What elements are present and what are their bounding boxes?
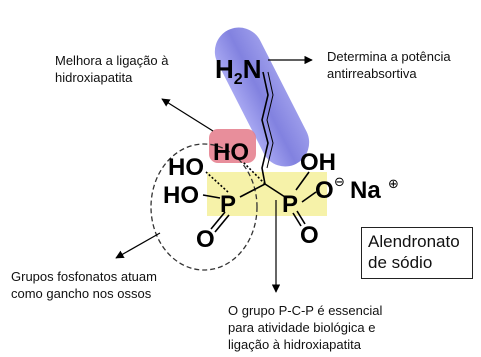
- annotation-potencia: Determina a potência antirreabsortiva: [327, 49, 451, 81]
- bond-p-o-right-a: [292, 212, 302, 227]
- annotation-ligacao: Melhora a ligação à hidroxiapatita: [55, 53, 169, 85]
- arrow-ligacao: [161, 98, 214, 132]
- phosphonate-ellipse: [150, 143, 258, 271]
- phosphorus-right-label: P: [282, 191, 298, 218]
- pcp-highlight: [207, 172, 327, 216]
- oxygen-anion-label: O: [315, 177, 334, 204]
- bond-c-p-right: [264, 183, 286, 198]
- bond-p-o-right-b: [296, 210, 306, 225]
- carbon-chain: [261, 71, 269, 185]
- hydroxyl-highlight-label: HO: [213, 139, 249, 166]
- annotation-pcp: O grupo P-C-P é essencial para atividade…: [228, 303, 383, 352]
- amine-label: H2N: [215, 54, 261, 88]
- bond-p-oh-right: [295, 171, 310, 191]
- bond-p-o-left-b: [214, 214, 230, 233]
- oxygen-left-label: O: [196, 226, 215, 253]
- bond-p-o-anion: [301, 191, 317, 203]
- compound-name-box: Alendronato de sódio: [361, 227, 473, 279]
- arrow-fosfonatos: [115, 232, 161, 259]
- bond-c-ho: [242, 161, 266, 185]
- bond-p-ho-bottom: [202, 194, 221, 199]
- anion-charge-icon: ⊖: [334, 175, 345, 190]
- bond-p-o-left-a: [210, 211, 226, 230]
- phosphorus-left-label: P: [220, 191, 236, 218]
- bond-c-p-left: [239, 183, 266, 198]
- annotation-fosfonatos: Grupos fosfonatos atuam como gancho nos …: [11, 269, 157, 301]
- hydroxyl-left-top-label: HO: [168, 154, 204, 181]
- sodium-label: Na: [350, 177, 381, 204]
- cation-charge-icon: ⊕: [388, 177, 399, 192]
- carbon-chain-shadow: [266, 71, 274, 169]
- bond-p-ho-top: [205, 171, 229, 193]
- hydroxyl-highlight: [209, 129, 256, 163]
- hydroxyl-right-label: OH: [300, 149, 336, 176]
- chain-highlight: [214, 27, 310, 167]
- oxygen-right-label: O: [300, 222, 319, 249]
- hydroxyl-left-bottom-label: HO: [163, 182, 199, 209]
